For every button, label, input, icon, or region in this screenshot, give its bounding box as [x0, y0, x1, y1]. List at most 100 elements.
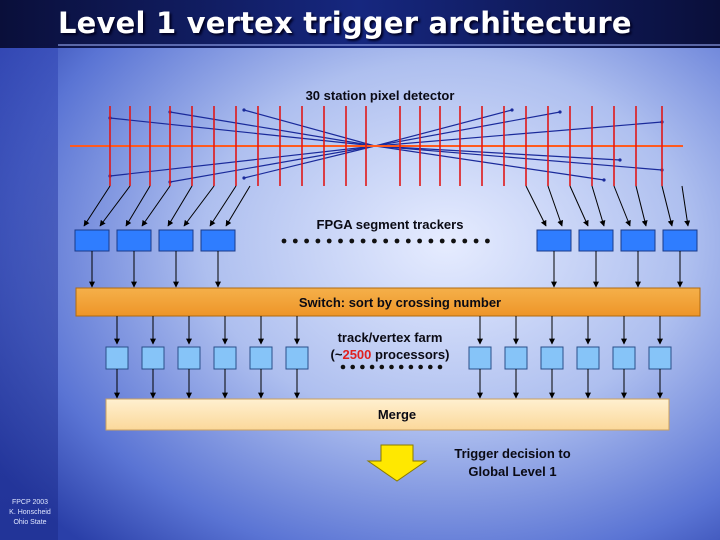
readout-arrow	[209, 185, 237, 227]
processor-count: 2500	[342, 347, 372, 362]
ellipsis-dot	[405, 238, 411, 244]
readout-arrow	[141, 185, 171, 227]
readout-arrow	[99, 185, 131, 227]
track-hit	[602, 178, 606, 182]
pixel-stations	[109, 106, 663, 186]
track-hit	[618, 158, 622, 162]
particle-track	[374, 145, 621, 161]
fpga-box	[620, 229, 656, 252]
ellipsis-dot	[383, 238, 389, 244]
track-hit	[510, 108, 514, 112]
farm-processor-box	[612, 346, 636, 370]
ellipsis-dot	[439, 238, 445, 244]
ellipsis-dot	[428, 238, 434, 244]
farm-processor-box	[249, 346, 273, 370]
footer-line-1: FPCP 2003	[11, 499, 49, 506]
farm-processor-box	[540, 346, 564, 370]
flow-arrows	[89, 251, 683, 399]
down-arrow-icon	[366, 444, 428, 482]
ellipsis-dot	[389, 364, 394, 370]
readout-arrow	[635, 185, 648, 227]
ellipsis-dot	[360, 238, 366, 244]
farm-processor-box	[576, 346, 600, 370]
fpga-tracker-row	[74, 229, 698, 252]
particle-track	[169, 111, 376, 147]
switch-bar	[75, 287, 701, 317]
ellipsis-dot	[418, 364, 423, 370]
readout-arrow	[525, 185, 547, 227]
ellipsis-dot	[451, 238, 456, 244]
farm-processor-box	[141, 346, 165, 370]
farm-label-line2: (~2500 processors)	[300, 347, 480, 362]
footer-line-3: Ohio State	[13, 519, 47, 526]
decision-line2: Global Level 1	[468, 464, 557, 479]
farm-processor-box	[213, 346, 237, 370]
farm-processor-box	[105, 346, 129, 370]
farm-processor-box	[504, 346, 528, 370]
track-hit	[558, 110, 562, 114]
ellipsis-dot	[408, 364, 414, 370]
fpga-box	[578, 229, 614, 252]
ellipsis-dot	[281, 238, 287, 244]
fpga-box	[662, 229, 698, 252]
fpga-box	[116, 229, 152, 252]
ellipsis-dot	[462, 238, 468, 244]
track-hit	[242, 108, 246, 112]
ellipsis-dot	[326, 238, 332, 244]
particle-track	[374, 145, 605, 181]
track-hit	[242, 176, 246, 180]
ellipsis-dot	[473, 238, 479, 244]
fpga-box	[536, 229, 572, 252]
readout-arrow	[591, 185, 606, 227]
ellipsis-dot	[350, 364, 356, 370]
merge-bar	[105, 398, 670, 431]
ellipsis-dot	[394, 238, 400, 244]
switch-label: Switch: sort by crossing number	[298, 295, 502, 310]
readout-arrow	[613, 185, 631, 227]
farm-label-suffix: processors)	[371, 347, 450, 362]
dot-ellipsis-icon	[281, 238, 490, 370]
footer-credit: FPCP 2003 K. Honscheid Ohio State	[4, 498, 56, 528]
ellipsis-dot	[292, 238, 298, 244]
slide-title: Level 1 vertex trigger architecture	[58, 6, 632, 40]
merge-label: Merge	[377, 407, 417, 422]
readout-arrow	[661, 185, 674, 227]
readout-arrow	[569, 185, 589, 227]
title-underline	[58, 44, 720, 46]
title-bar	[0, 0, 720, 48]
readout-arrow	[125, 185, 151, 227]
readout-arrow	[547, 185, 564, 227]
particle-track	[374, 111, 561, 147]
particle-track	[169, 145, 376, 183]
ellipsis-dot	[304, 238, 309, 244]
ellipsis-dot	[379, 364, 385, 370]
ellipsis-dot	[428, 364, 433, 370]
ellipsis-dot	[485, 238, 490, 244]
readout-arrow	[167, 185, 193, 227]
particle-track	[243, 145, 376, 179]
farm-processor-box	[177, 346, 201, 370]
farm-processor-box	[648, 346, 672, 370]
ellipsis-dot	[315, 238, 321, 244]
ellipsis-dot	[417, 238, 422, 244]
readout-arrow	[183, 185, 215, 227]
decision-line1: Trigger decision to	[454, 446, 571, 461]
readout-arrows	[83, 185, 691, 227]
particle-track	[109, 117, 376, 147]
particle-track	[374, 109, 513, 147]
fpga-label: FPGA segment trackers	[316, 217, 464, 232]
left-sidebar-band	[0, 0, 58, 540]
ellipsis-dot	[372, 238, 377, 244]
ellipsis-dot	[349, 238, 355, 244]
particle-track	[243, 109, 376, 147]
ellipsis-dot	[338, 238, 343, 244]
ellipsis-dot	[398, 364, 404, 370]
fpga-box	[74, 229, 110, 252]
ellipsis-dot	[437, 364, 443, 370]
readout-arrow	[681, 185, 691, 227]
farm-label-prefix: (~	[330, 347, 343, 362]
fpga-box	[200, 229, 236, 252]
readout-arrow	[225, 185, 251, 227]
